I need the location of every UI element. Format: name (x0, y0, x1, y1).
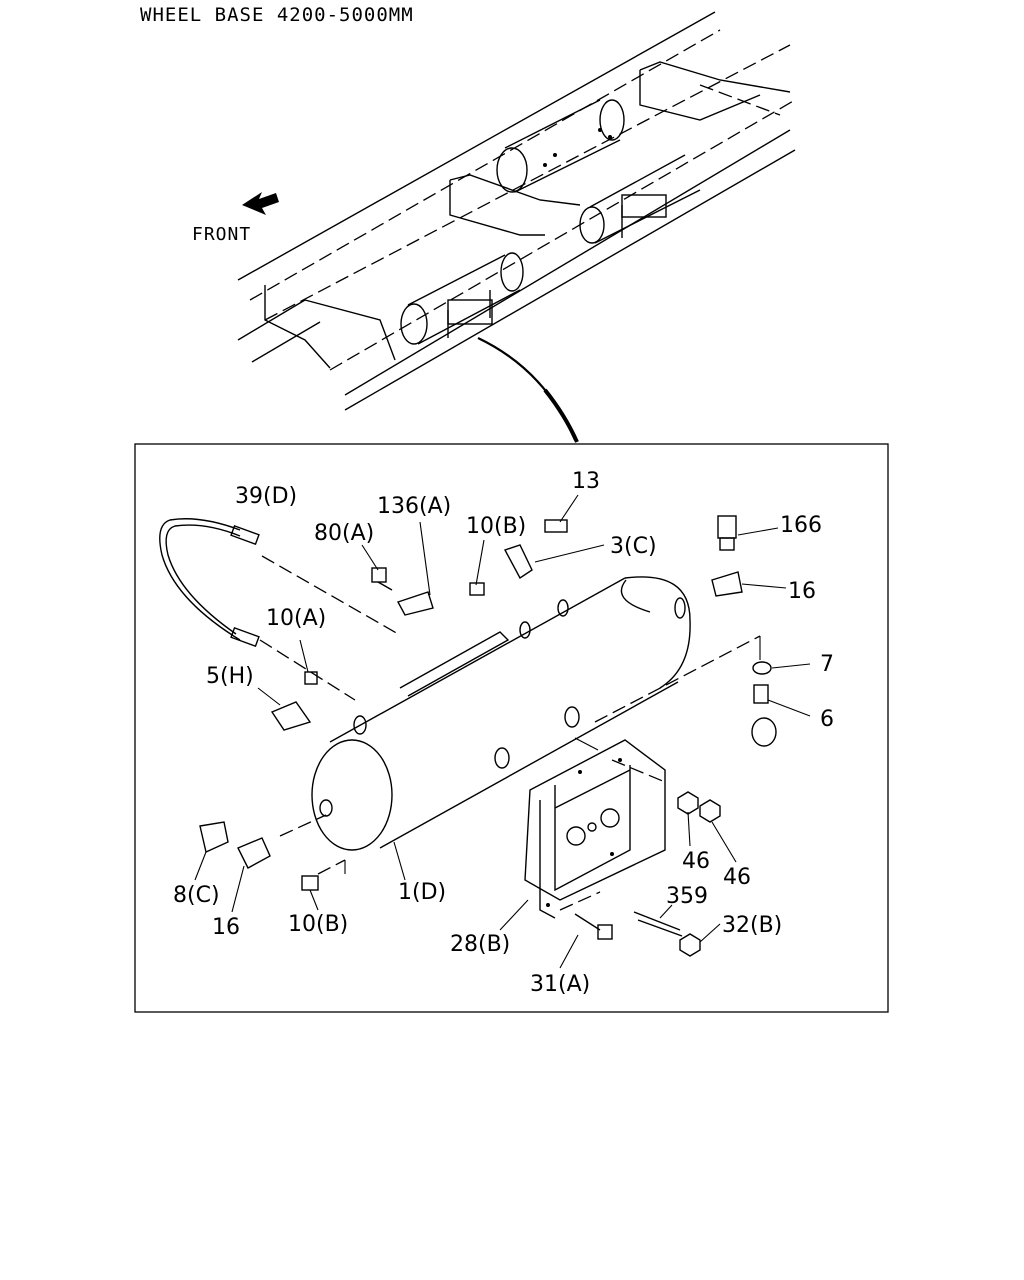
callout-10b-bottom: 10(B) (288, 912, 348, 937)
chassis-frame-outline (237, 11, 796, 411)
callout-3c: 3(C) (610, 534, 657, 559)
fitting-5h-icon (270, 701, 312, 731)
diagram-title: WHEEL BASE 4200-5000MM (140, 4, 414, 26)
plug-10b-top-icon (469, 582, 485, 596)
frame-tank-front-icon (579, 154, 701, 244)
elbow-16-right-icon (711, 571, 743, 597)
detail-frame (134, 443, 889, 1013)
plug-10a-icon (304, 671, 318, 685)
air-tank-icon (311, 576, 691, 851)
bolt-80a-icon (371, 567, 393, 591)
callout-13: 13 (572, 469, 600, 494)
front-arrow-icon (242, 192, 279, 215)
callout-labels: 39(D) 136(A) 13 80(A) 10(B) 3(C) 166 16 … (173, 469, 834, 997)
fitting-8c-icon (199, 821, 229, 853)
callout-10a: 10(A) (266, 606, 326, 631)
callout-8c: 8(C) (173, 883, 220, 908)
washer-7-icon (752, 661, 772, 675)
callout-166: 166 (780, 513, 822, 538)
callout-1d: 1(D) (398, 880, 446, 905)
nut-32b-icon (679, 933, 701, 957)
bolt-31a-icon (574, 913, 613, 940)
frame-tank-rear-icon (400, 252, 524, 345)
valve-166-icon (717, 515, 737, 551)
callout-5h: 5(H) (206, 664, 254, 689)
leader-lines (194, 494, 811, 969)
callout-7: 7 (820, 652, 834, 677)
drain-valve-6-icon (751, 684, 777, 747)
callout-31a: 31(A) (530, 972, 590, 997)
elbow-3c-icon (503, 544, 533, 580)
callout-32b: 32(B) (722, 913, 782, 938)
callout-6: 6 (820, 707, 834, 732)
plug-10b-bottom-icon (301, 875, 319, 891)
callout-39d: 39(D) (235, 484, 297, 509)
callout-10b-top: 10(B) (466, 514, 526, 539)
stud-359-icon (633, 911, 683, 937)
nut-46-icon (677, 791, 721, 823)
callout-46-left: 46 (682, 849, 710, 874)
callout-16-right: 16 (788, 579, 816, 604)
callout-28b: 28(B) (450, 932, 510, 957)
frame-tank-middle-icon (496, 99, 625, 193)
mounting-bracket-icon (524, 739, 666, 919)
elbow-16-left-icon (237, 837, 271, 869)
air-hose-icon (159, 518, 260, 648)
callout-16-left: 16 (212, 915, 240, 940)
front-label: FRONT (192, 224, 252, 245)
callout-359: 359 (666, 884, 708, 909)
connector-13-icon (544, 519, 568, 533)
callout-80a: 80(A) (314, 521, 374, 546)
callout-136a: 136(A) (377, 494, 451, 519)
callout-46-right: 46 (723, 865, 751, 890)
clip-136a-icon (396, 591, 434, 616)
